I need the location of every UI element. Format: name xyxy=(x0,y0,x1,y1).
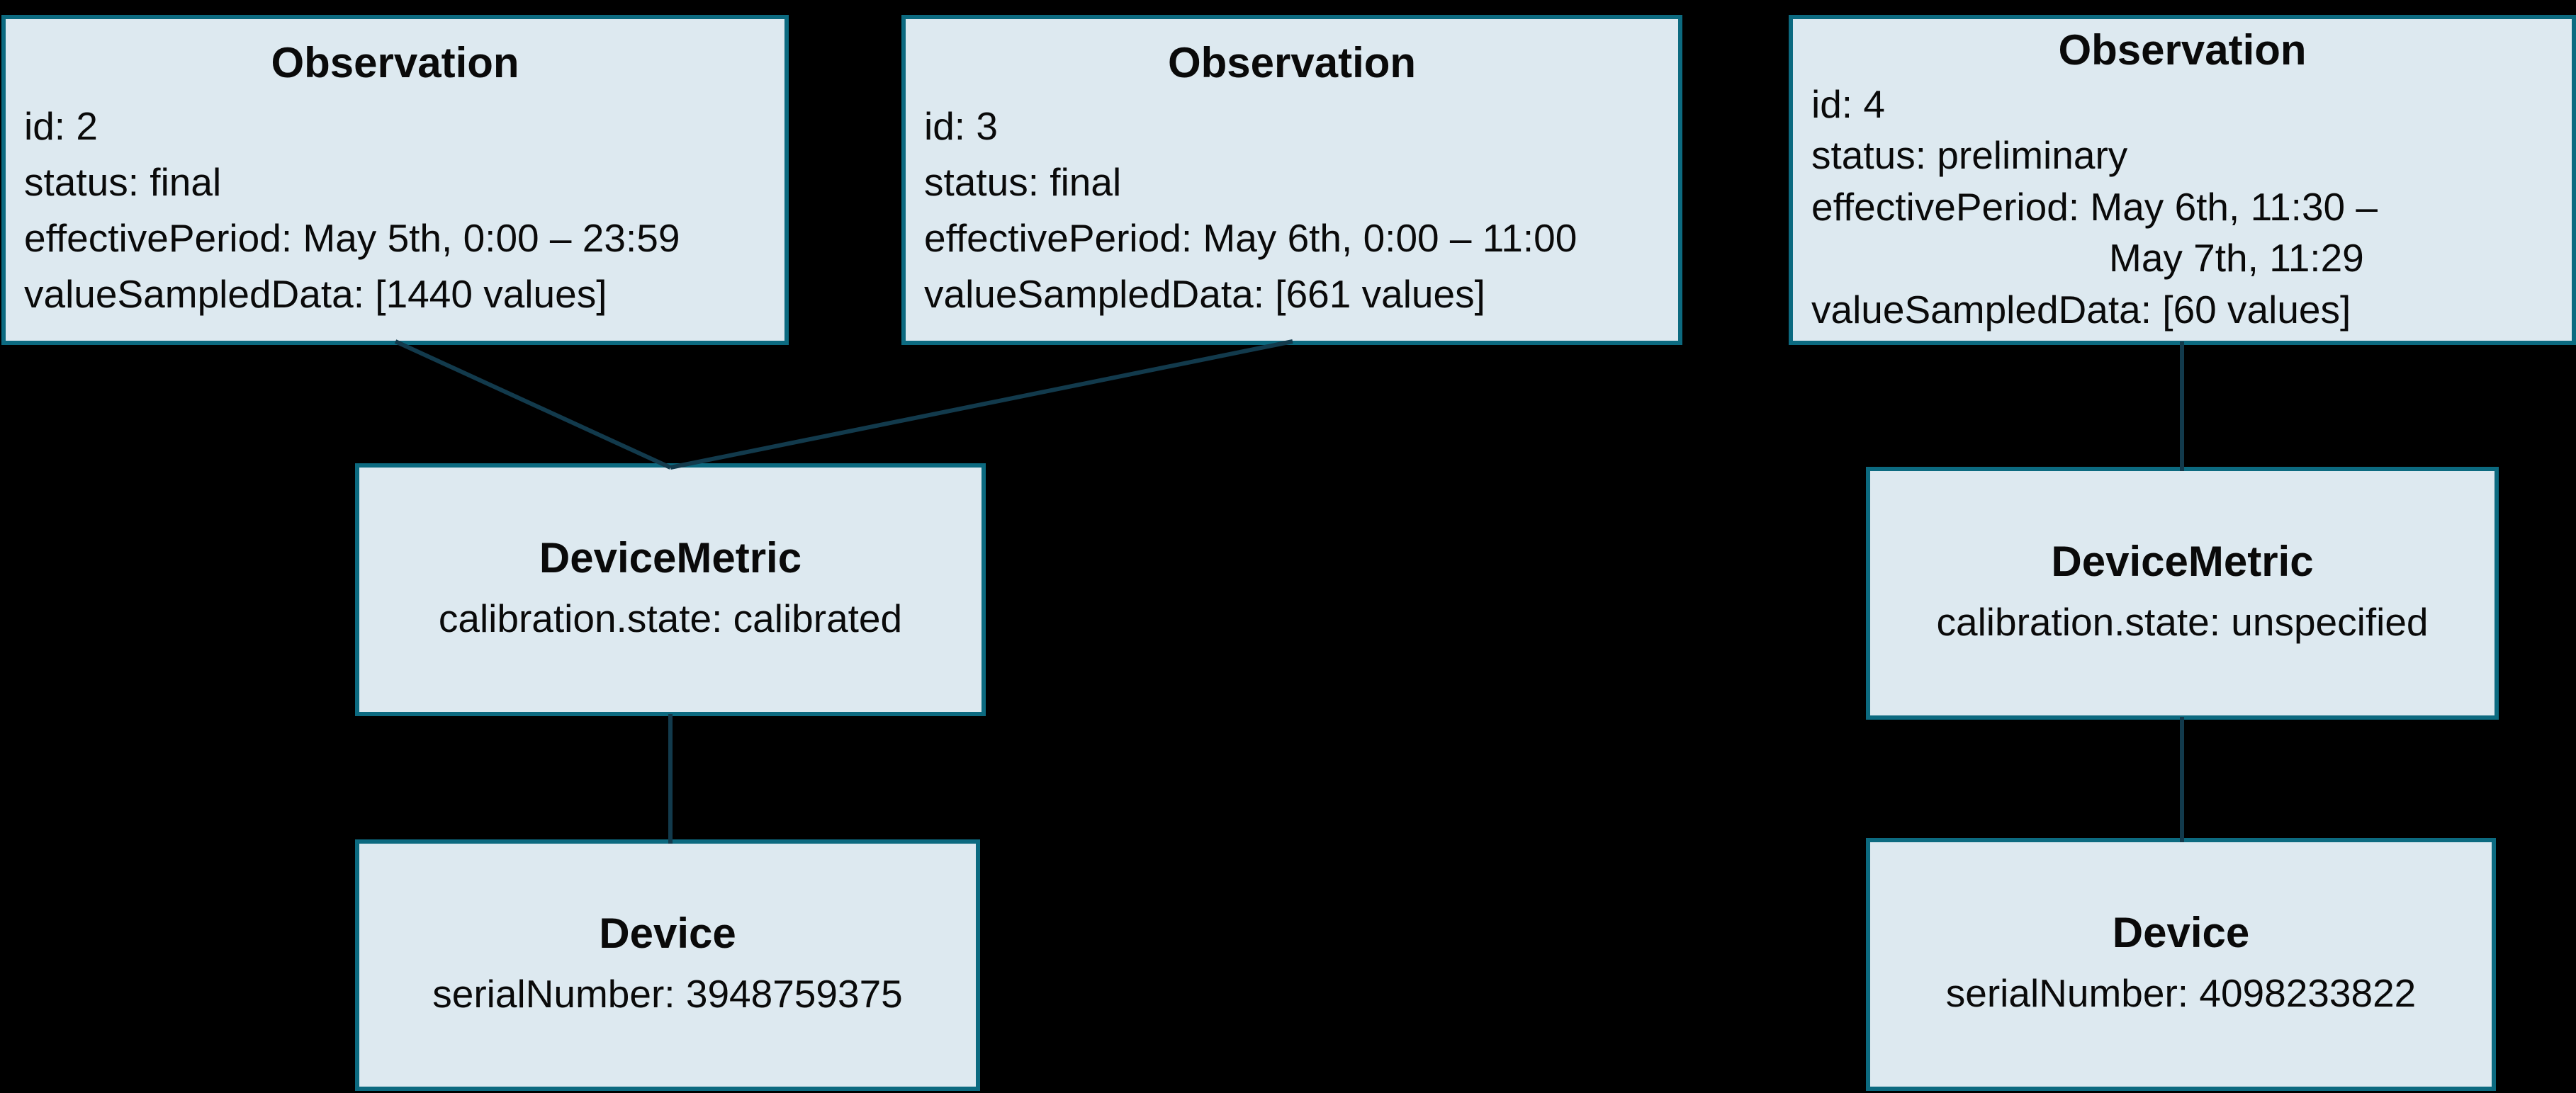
observation-3-id-field: id: 3 xyxy=(924,103,998,148)
devicemetric-unspecified-title: DeviceMetric xyxy=(2051,537,2314,585)
devicemetric-unspecified-node: DeviceMetric calibration.state: unspecif… xyxy=(1866,467,2499,720)
observation-3-status-field: status: final xyxy=(924,159,1122,204)
devicemetric-calibrated-state-field: calibration.state: calibrated xyxy=(438,596,903,640)
observation-4-valuesampleddata-field: valueSampledData: [60 values] xyxy=(1811,287,2351,332)
observation-2-valuesampleddata-field: valueSampledData: [1440 values] xyxy=(24,272,607,317)
device-2-serialnumber-field: serialNumber: 4098233822 xyxy=(1945,970,2417,1015)
observation-4-effectiveperiod-field: effectivePeriod: May 6th, 11:30 – xyxy=(1811,184,2378,229)
device-2-title: Device xyxy=(2112,908,2250,956)
observation-4-title: Observation xyxy=(2058,26,2307,74)
observation-2-title: Observation xyxy=(271,38,519,86)
observation-4-node: Observation id: 4 status: preliminary ef… xyxy=(1789,15,2576,345)
observation-3-effectiveperiod-field: effectivePeriod: May 6th, 0:00 – 11:00 xyxy=(924,216,1577,260)
observation-3-valuesampleddata-field: valueSampledData: [661 values] xyxy=(924,272,1485,317)
devicemetric-unspecified-state-field: calibration.state: unspecified xyxy=(1936,599,2429,644)
observation-4-status-field: status: preliminary xyxy=(1811,133,2128,178)
observation-3-node: Observation id: 3 status: final effectiv… xyxy=(901,15,1682,345)
device-1-node: Device serialNumber: 3948759375 xyxy=(355,839,980,1091)
devicemetric-calibrated-title: DeviceMetric xyxy=(539,533,802,582)
connector-observation2-devicemetric1 xyxy=(394,339,672,470)
device-1-serialnumber-field: serialNumber: 3948759375 xyxy=(432,971,903,1016)
observation-2-status-field: status: final xyxy=(24,159,222,204)
connector-observation3-devicemetric1 xyxy=(670,339,1293,470)
observation-2-effectiveperiod-field: effectivePeriod: May 5th, 0:00 – 23:59 xyxy=(24,216,680,260)
observation-2-id-field: id: 2 xyxy=(24,103,98,148)
devicemetric-calibrated-node: DeviceMetric calibration.state: calibrat… xyxy=(355,463,986,716)
observation-4-effectiveperiod-wrap-line: May 7th, 11:29 xyxy=(2109,236,2364,281)
device-1-title: Device xyxy=(599,909,736,957)
device-2-node: Device serialNumber: 4098233822 xyxy=(1866,838,2496,1091)
observation-4-id-field: id: 4 xyxy=(1811,81,1885,126)
observation-2-node: Observation id: 2 status: final effectiv… xyxy=(1,15,789,345)
observation-3-title: Observation xyxy=(1167,38,1417,86)
